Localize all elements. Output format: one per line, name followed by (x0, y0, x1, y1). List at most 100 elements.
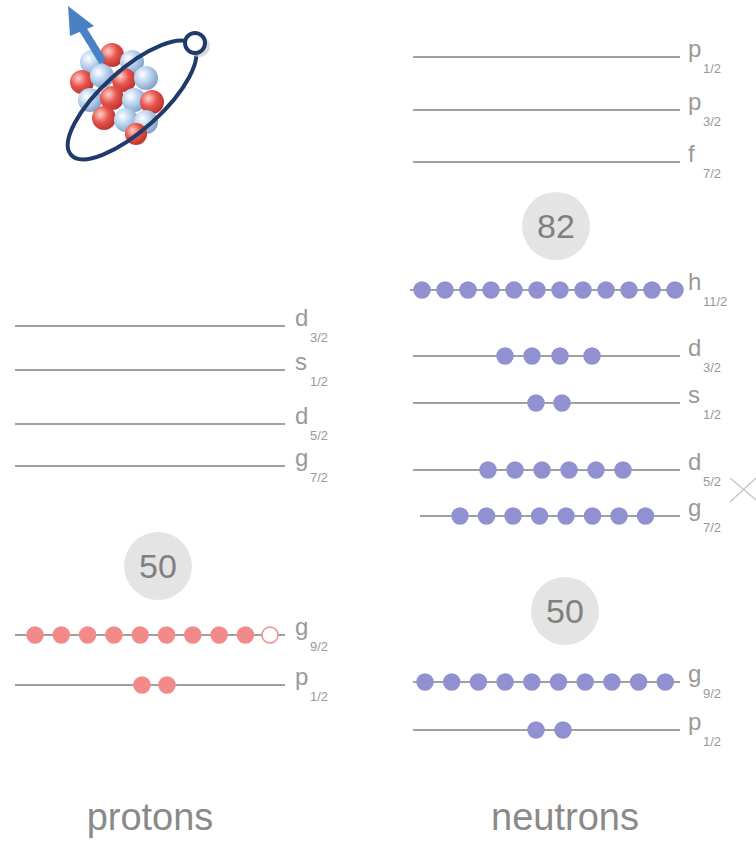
nucleon-dot (106, 627, 122, 643)
energy-level (413, 109, 680, 111)
energy-level (413, 355, 680, 357)
nucleon-dot (551, 674, 567, 690)
orbital-subscript: 7/2 (310, 471, 328, 484)
nucleon-dot (644, 282, 660, 298)
nucleon-dot (159, 627, 175, 643)
nucleon-dot (452, 508, 468, 524)
nucleon-dot (414, 282, 430, 298)
orbital-subscript: 1/2 (310, 375, 328, 388)
nucleon-dot (584, 348, 600, 364)
nucleon-dot (132, 627, 148, 643)
level-crossing (730, 478, 756, 502)
nucleon-dot (561, 462, 577, 478)
nucleon-dot (497, 348, 513, 364)
orbital-label: g (688, 662, 701, 686)
nucleon-dot (638, 508, 654, 524)
energy-level (15, 465, 285, 467)
orbital-subscript: 5/2 (703, 475, 721, 488)
magic-number: 82 (537, 209, 575, 243)
nucleon-dot (506, 282, 522, 298)
energy-level (15, 325, 285, 327)
nucleon-dot (134, 677, 150, 693)
nucleon-dot (604, 674, 620, 690)
nucleon-dot (460, 282, 476, 298)
orbital-label: d (295, 306, 308, 330)
energy-level (15, 369, 285, 371)
energy-level (15, 423, 285, 425)
orbital-label: p (688, 710, 701, 734)
magic-number: 50 (139, 549, 177, 583)
nucleon-dot (417, 674, 433, 690)
orbital-subscript: 1/2 (703, 735, 721, 748)
nucleon-dot (615, 462, 631, 478)
magic-number-circle: 82 (522, 192, 590, 260)
nucleon-dot (507, 462, 523, 478)
hole (262, 627, 278, 643)
orbital-subscript: 3/2 (310, 331, 328, 344)
magic-number-circle: 50 (124, 532, 192, 600)
magic-number-circle: 50 (531, 577, 599, 645)
orbital-label: p (688, 90, 701, 114)
nucleon-dot (575, 282, 591, 298)
orbital-label: p (688, 37, 701, 61)
nucleon-dot (554, 395, 570, 411)
energy-level (413, 729, 680, 731)
nucleon-dot (80, 627, 96, 643)
nucleon-dot (534, 462, 550, 478)
nucleon-dot (552, 282, 568, 298)
spin-arrow (82, 28, 103, 62)
nucleon-dot (524, 348, 540, 364)
magic-number: 50 (546, 594, 584, 628)
orbital-label: g (295, 615, 308, 639)
nucleon-dot (588, 462, 604, 478)
orbital-subscript: 7/2 (703, 167, 721, 180)
nucleon-dot (211, 627, 227, 643)
orbital-subscript: 9/2 (703, 687, 721, 700)
orbital-subscript: 3/2 (703, 115, 721, 128)
orbital-subscript: 5/2 (310, 429, 328, 442)
nucleon-dot (444, 674, 460, 690)
nucleon-dot (552, 348, 568, 364)
nucleon-dot (237, 627, 253, 643)
nucleon-dot (667, 282, 683, 298)
nucleon-dot (497, 674, 513, 690)
nucleon-dot (505, 508, 521, 524)
orbital-subscript: 7/2 (703, 521, 721, 534)
orbit (51, 23, 213, 177)
orbital-subscript: 3/2 (703, 361, 721, 374)
orbital-subscript: 1/2 (703, 62, 721, 75)
orbital-subscript: 1/2 (310, 690, 328, 703)
nucleon-dot (621, 282, 637, 298)
nucleon-dot (53, 627, 69, 643)
orbital-subscript: 9/2 (310, 640, 328, 653)
nucleon-dot (555, 722, 571, 738)
nucleon-dot (27, 627, 43, 643)
orbital-label: d (295, 404, 308, 428)
nucleon-dot (185, 627, 201, 643)
orbital-label: g (688, 496, 701, 520)
nucleon-dot (585, 508, 601, 524)
orbital-label: h (688, 270, 701, 294)
orbital-label: d (688, 336, 701, 360)
energy-level (413, 402, 680, 404)
orbital-label: s (295, 350, 307, 374)
nucleon-dot (577, 674, 593, 690)
orbital-subscript: 1/2 (703, 408, 721, 421)
orbital-label: p (295, 665, 308, 689)
nucleon-dot (528, 722, 544, 738)
nucleon-dot (159, 677, 175, 693)
orbital-label: d (688, 450, 701, 474)
orbital-label: f (688, 142, 695, 166)
nucleon-dot (558, 508, 574, 524)
nucleus (70, 43, 164, 145)
orbiting-nucleon (185, 33, 205, 53)
nucleon-dot (437, 282, 453, 298)
nucleon-dot (528, 395, 544, 411)
spin-arrowhead (68, 6, 94, 36)
nucleon-dot (532, 508, 548, 524)
energy-level (413, 161, 680, 163)
orbital-label: g (295, 446, 308, 470)
